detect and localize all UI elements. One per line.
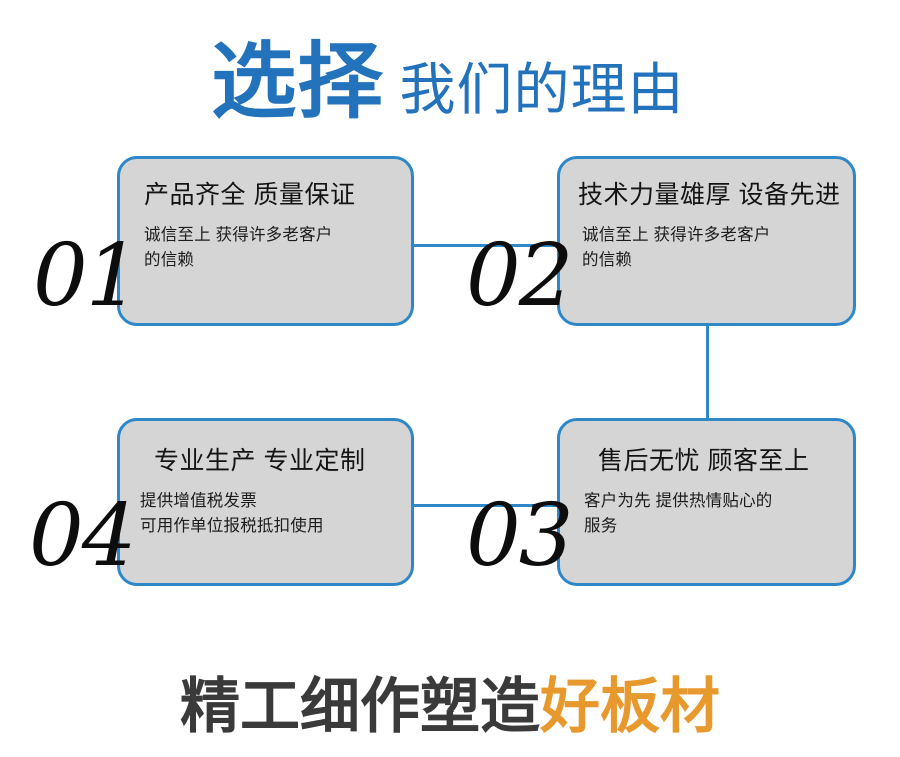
feature-card-02-body-line-1: 诚信至上 获得许多老客户 [582,225,771,244]
connector-line-04-to-03 [405,504,565,507]
feature-card-02[interactable]: 技术力量雄厚 设备先进 诚信至上 获得许多老客户 的信赖 [557,156,856,326]
feature-card-01-title: 产品齐全 质量保证 [144,181,356,209]
feature-card-04-body: 提供增值税发票 可用作单位报税抵扣使用 [138,489,399,539]
page-title-light: 我们的理由 [399,58,685,121]
feature-card-01-body-line-2: 的信赖 [144,250,195,269]
feature-card-04-index: 04 [29,486,136,586]
feature-card-03-body-line-1: 客户为先 提供热情贴心的 [584,491,773,510]
feature-card-04-body-line-1: 提供增值税发票 [140,491,257,510]
connector-line-01-to-02 [405,244,565,247]
connector-line-02-to-03 [706,322,709,422]
feature-card-02-body: 诚信至上 获得许多老客户 的信赖 [576,223,841,273]
feature-card-02-index: 02 [466,226,573,326]
feature-card-01-body-line-1: 诚信至上 获得许多老客户 [144,225,333,244]
footer-slogan-main: 精工细作塑造 [180,673,540,740]
feature-card-02-title: 技术力量雄厚 设备先进 [578,181,841,209]
feature-card-03-body: 客户为先 提供热情贴心的 服务 [582,489,841,539]
feature-card-02-content: 技术力量雄厚 设备先进 诚信至上 获得许多老客户 的信赖 [576,181,841,273]
feature-card-04-title: 专业生产 专业定制 [154,447,366,475]
footer-slogan-accent: 好板材 [540,673,720,740]
feature-card-01-body: 诚信至上 获得许多老客户 的信赖 [138,223,399,273]
feature-card-01-index: 01 [33,226,140,326]
page-title: 选择 我们的理由 [0,22,900,129]
feature-card-03[interactable]: 售后无忧 顾客至上 客户为先 提供热情贴心的 服务 [557,418,856,586]
feature-card-01[interactable]: 产品齐全 质量保证 诚信至上 获得许多老客户 的信赖 [117,156,414,326]
feature-card-03-content: 售后无忧 顾客至上 客户为先 提供热情贴心的 服务 [582,447,841,539]
page-footer-slogan: 精工细作塑造 好板材 [0,667,900,747]
feature-card-02-body-line-2: 的信赖 [582,250,633,269]
feature-card-01-content: 产品齐全 质量保证 诚信至上 获得许多老客户 的信赖 [138,181,399,273]
feature-card-04[interactable]: 专业生产 专业定制 提供增值税发票 可用作单位报税抵扣使用 [117,418,414,586]
feature-card-03-body-line-2: 服务 [584,516,618,535]
feature-card-04-content: 专业生产 专业定制 提供增值税发票 可用作单位报税抵扣使用 [138,447,399,539]
feature-card-03-title: 售后无忧 顾客至上 [598,447,810,475]
page-title-strong: 选择 [210,35,384,129]
feature-card-03-index: 03 [466,486,573,586]
feature-card-04-body-line-2: 可用作单位报税抵扣使用 [140,516,324,535]
